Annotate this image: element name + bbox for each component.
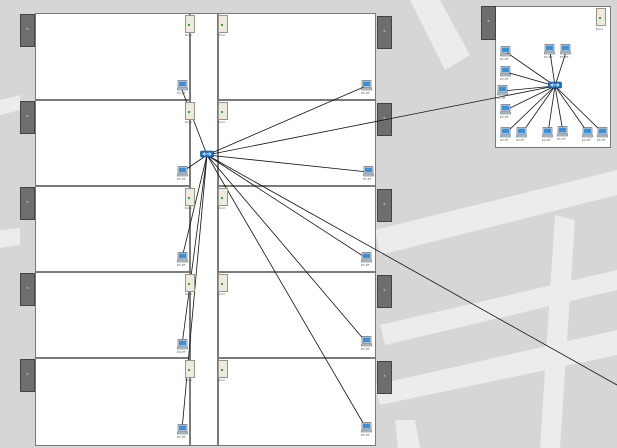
pc-label: PC-PT — [582, 138, 591, 142]
switch-icon[interactable] — [200, 150, 214, 158]
pc-label: PC-PT — [177, 350, 186, 354]
pc-label: PC-PT — [516, 138, 525, 142]
pc-label: PC-PT — [544, 55, 553, 59]
pc-icon[interactable] — [516, 127, 527, 138]
room-3[interactable] — [35, 100, 190, 186]
pc-label: PC-PT — [361, 263, 370, 267]
pc-icon[interactable] — [361, 336, 372, 347]
pc-icon[interactable] — [582, 127, 593, 138]
switch-icon[interactable] — [548, 81, 562, 89]
floor-tab-right-5[interactable]: B — [377, 361, 392, 394]
room-7[interactable] — [35, 272, 190, 358]
door-icon[interactable] — [218, 360, 228, 378]
floor-tab-left-3[interactable]: B — [20, 187, 35, 220]
pc-label: PC-PT — [361, 91, 370, 95]
pc-label: PC-PT — [177, 177, 186, 181]
door-label: Door — [185, 378, 193, 382]
pc-label: PC-PT — [557, 137, 566, 141]
pc-label: PC-PT — [497, 96, 506, 100]
pc-icon[interactable] — [500, 46, 511, 57]
floor-tab-left-1[interactable]: B — [20, 14, 35, 47]
pc-icon[interactable] — [361, 80, 372, 91]
pc-label: PC-PT — [500, 57, 509, 61]
pc-icon[interactable] — [363, 166, 374, 177]
door-icon[interactable] — [218, 274, 228, 292]
pc-label: PC-PT — [500, 138, 509, 142]
pc-icon[interactable] — [500, 66, 511, 77]
door-label: Door — [218, 206, 226, 210]
corridor[interactable] — [190, 13, 218, 446]
pc-label: PC-PT — [597, 138, 606, 142]
floor-tab-right-2[interactable]: B — [377, 103, 392, 136]
door-label: Door — [185, 33, 193, 37]
door-icon[interactable] — [185, 274, 195, 292]
room-9[interactable] — [35, 358, 190, 446]
pc-icon[interactable] — [542, 127, 553, 138]
room-8[interactable] — [218, 272, 376, 358]
pc-label: PC-PT — [361, 347, 370, 351]
pc-label: PC-PT — [542, 138, 551, 142]
pc-label: PC-PT — [363, 177, 372, 181]
pc-label: PC-PT — [177, 91, 186, 95]
pc-icon[interactable] — [544, 44, 555, 55]
door-label: Door — [596, 27, 604, 31]
door-icon[interactable] — [185, 188, 195, 206]
door-icon[interactable] — [218, 102, 228, 120]
pc-icon[interactable] — [177, 80, 188, 91]
pc-icon[interactable] — [177, 424, 188, 435]
door-icon[interactable] — [185, 15, 195, 33]
door-label: Door — [185, 292, 193, 296]
pc-label: PC-PT — [177, 263, 186, 267]
floor-tab-right-3[interactable]: B — [377, 189, 392, 222]
room-2[interactable] — [218, 13, 376, 100]
floor-tab-left-2[interactable]: B — [20, 101, 35, 134]
door-icon[interactable] — [185, 102, 195, 120]
pc-label: PC-PT — [361, 433, 370, 437]
room-10[interactable] — [218, 358, 376, 446]
door-icon[interactable] — [218, 15, 228, 33]
floor-tab-right-1[interactable]: B — [377, 16, 392, 49]
door-icon[interactable] — [185, 360, 195, 378]
pc-icon[interactable] — [500, 104, 511, 115]
room-4[interactable] — [218, 100, 376, 186]
door-icon[interactable] — [218, 188, 228, 206]
pc-icon[interactable] — [560, 44, 571, 55]
pc-label: PC-PT — [500, 115, 509, 119]
pc-icon[interactable] — [500, 127, 511, 138]
room-1[interactable] — [35, 13, 190, 100]
remote-tab[interactable]: B — [481, 6, 496, 40]
pc-icon[interactable] — [557, 126, 568, 137]
pc-icon[interactable] — [497, 85, 508, 96]
door-label: Door — [218, 33, 226, 37]
pc-label: PC-PT — [560, 55, 569, 59]
door-label: Door — [218, 292, 226, 296]
pc-icon[interactable] — [361, 422, 372, 433]
pc-icon[interactable] — [597, 127, 608, 138]
room-5[interactable] — [35, 186, 190, 272]
pc-icon[interactable] — [177, 252, 188, 263]
door-label: Door — [218, 378, 226, 382]
pc-icon[interactable] — [177, 166, 188, 177]
door-label: Door — [218, 120, 226, 124]
remote-building[interactable] — [495, 6, 611, 148]
pc-icon[interactable] — [177, 339, 188, 350]
door-label: Door — [185, 120, 193, 124]
floor-tab-right-4[interactable]: B — [377, 275, 392, 308]
floor-tab-left-5[interactable]: B — [20, 359, 35, 392]
door-icon[interactable] — [596, 8, 606, 26]
pc-label: PC-PT — [500, 77, 509, 81]
floor-tab-left-4[interactable]: B — [20, 273, 35, 306]
pc-label: PC-PT — [177, 435, 186, 439]
pc-icon[interactable] — [361, 252, 372, 263]
door-label: Door — [185, 206, 193, 210]
room-6[interactable] — [218, 186, 376, 272]
